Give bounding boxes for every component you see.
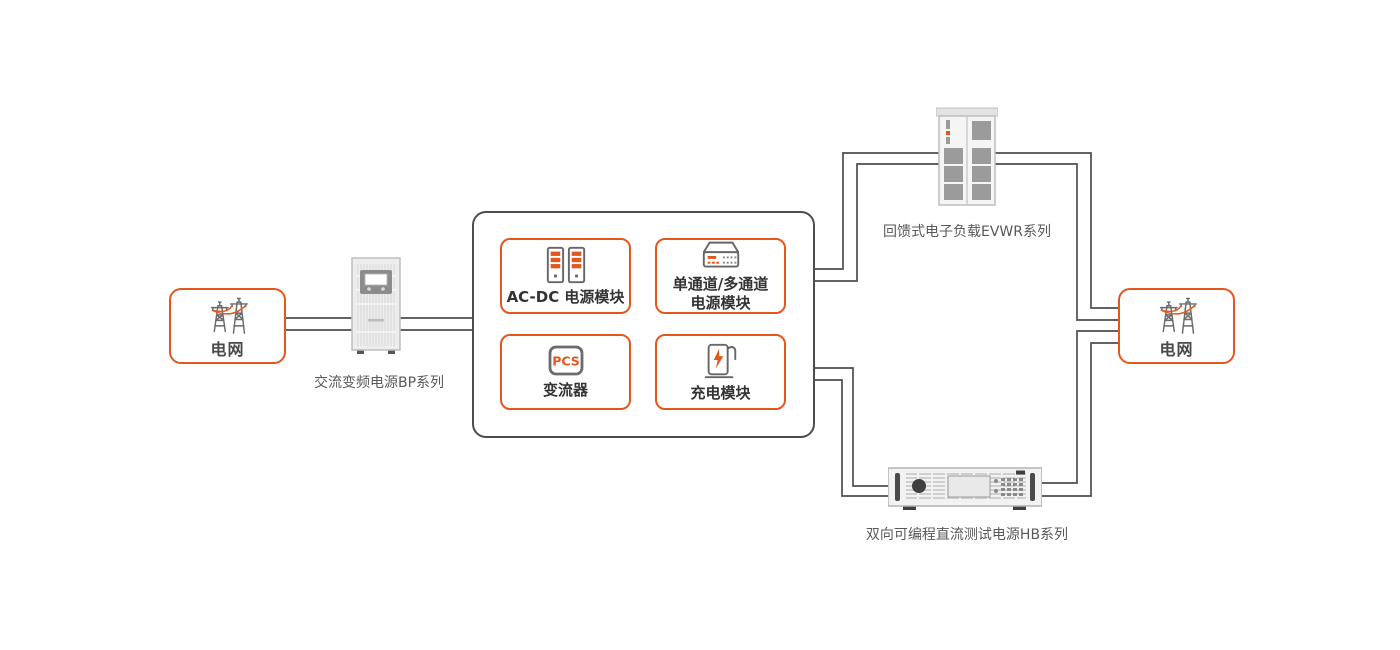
hb-caption: 双向可编程直流测试电源HB系列 [865, 527, 1069, 543]
power-grid-icon [1159, 297, 1197, 334]
evwr-caption: 回馈式电子负载EVWR系列 [883, 224, 1051, 240]
connector [815, 367, 891, 487]
grid-left-node: 电网 [169, 288, 286, 364]
connector [815, 379, 891, 497]
grid-label: 电网 [210, 339, 245, 359]
bp-cabinet-image [351, 257, 401, 354]
connector [1041, 330, 1120, 484]
grid-label: 电网 [1159, 339, 1194, 359]
brand-mark [946, 120, 950, 144]
bp-caption: 交流变频电源BP系列 [313, 375, 445, 391]
connector [1041, 342, 1120, 497]
module-label: 单通道/多通道 电源模块 [672, 275, 769, 312]
module-label: AC-DC 电源模块 [506, 288, 625, 307]
ev-charger-icon [704, 344, 736, 379]
module-label: 充电模块 [690, 384, 751, 403]
power-grid-icon [210, 297, 248, 334]
module-charger: 充电模块 [655, 334, 786, 410]
grid-right-node: 电网 [1118, 288, 1235, 364]
module-channel: 单通道/多通道 电源模块 [655, 238, 786, 314]
pcs-icon-text: PCS [552, 354, 580, 369]
module-converter: PCS 变流器 [500, 334, 631, 410]
pcs-icon: PCS [548, 345, 583, 376]
evwr-load-image [936, 107, 998, 206]
module-label: 变流器 [542, 381, 588, 400]
hb-supply-image [888, 467, 1042, 510]
bench-instrument-icon [702, 241, 739, 268]
server-rack-icon [546, 247, 585, 284]
module-acdc: AC-DC 电源模块 [500, 238, 631, 314]
